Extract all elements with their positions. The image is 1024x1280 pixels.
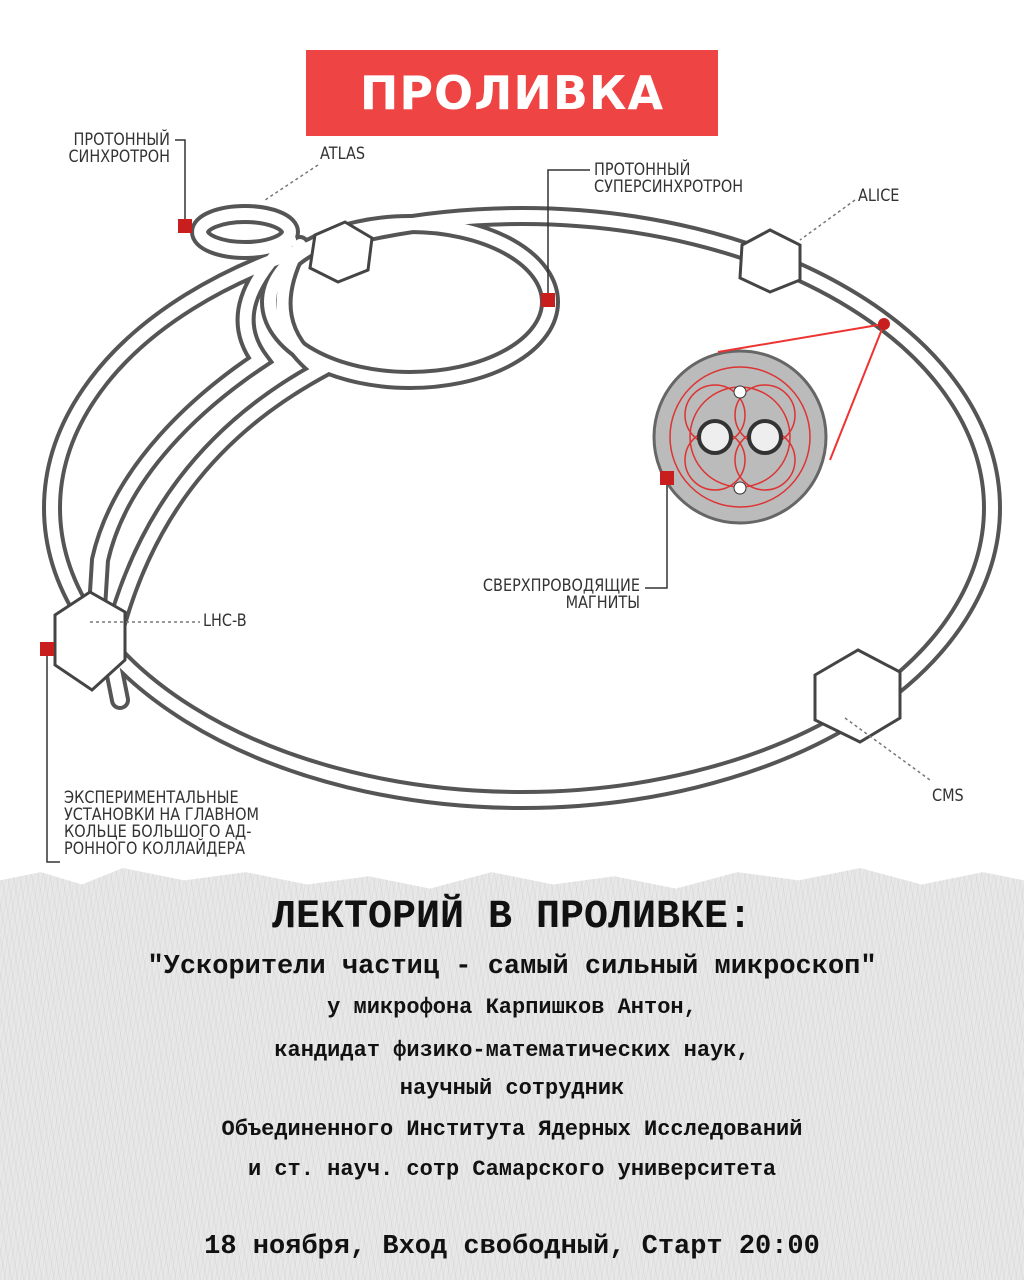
logo: ПРОЛИВКА [306, 50, 718, 136]
atlas-detector [308, 220, 374, 284]
magnet-cross-section [652, 323, 885, 525]
label-proton-synchrotron: ПРОТОННЫЙ СИНХРОТРОН [68, 130, 170, 167]
speaker-degree: кандидат физико-математических наук, [274, 1038, 750, 1063]
label-cms: CMS [932, 786, 964, 806]
lhc-diagram [40, 139, 1002, 863]
cms-detector [813, 648, 902, 744]
label-experiments: ЭКСПЕРИМЕНТАЛЬНЫЕ УСТАНОВКИ НА ГЛАВНОМ К… [64, 788, 259, 859]
marker-magnets [660, 471, 674, 485]
marker-ring-point [878, 318, 890, 330]
label-alice: ALICE [858, 186, 900, 206]
speaker-position: научный сотрудник [399, 1076, 625, 1101]
speaker-institute: Объединенного Института Ядерных Исследов… [221, 1117, 803, 1142]
event-topic: "Ускорители частиц - самый сильный микро… [147, 952, 877, 982]
torn-paper-background [0, 868, 1024, 1280]
label-proton-supersynchrotron: ПРОТОННЫЙ СУПЕРСИНХРОТРОН [594, 160, 744, 197]
lhc-ring [46, 210, 998, 806]
alice-detector [738, 228, 802, 294]
marker-ps [178, 219, 192, 233]
logo-text: ПРОЛИВКА [359, 66, 665, 120]
lhcb-detector [53, 590, 127, 692]
marker-experiments [40, 642, 54, 656]
label-superconducting-magnets: СВЕРХПРОВОДЯЩИЕ МАГНИТЫ [482, 576, 640, 613]
label-atlas: ATLAS [320, 144, 366, 164]
event-details: 18 ноября, Вход свободный, Старт 20:00 [204, 1232, 820, 1262]
speaker-university: и ст. науч. сотр Самарского университета [247, 1157, 777, 1182]
event-title: ЛЕКТОРИЙ В ПРОЛИВКЕ: [271, 895, 753, 940]
ps-ring [194, 208, 296, 256]
marker-sps [541, 293, 555, 307]
speaker-line: у микрофона Карпишков Антон, [327, 995, 697, 1020]
label-lhcb: LHC-B [203, 611, 247, 631]
